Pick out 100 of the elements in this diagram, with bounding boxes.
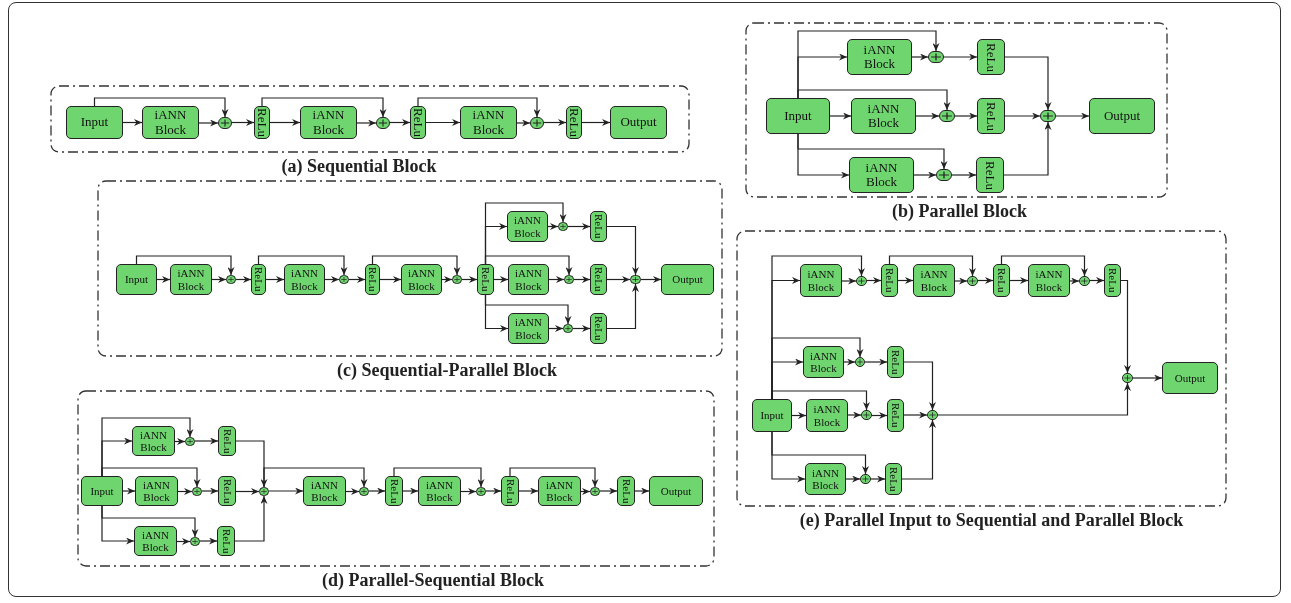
activation-box: ReLu xyxy=(254,106,270,139)
arrow xyxy=(937,382,1131,416)
activation-box: ReLu xyxy=(218,426,236,456)
arrow xyxy=(771,390,870,411)
arrow xyxy=(261,97,387,118)
process-box: iANN Block xyxy=(847,39,912,75)
arrow xyxy=(493,276,509,283)
activation-box: ReLu xyxy=(1104,264,1121,297)
arrow xyxy=(870,475,886,483)
arrow xyxy=(915,112,940,120)
sum-circle xyxy=(192,487,202,496)
process-box: iANN Block xyxy=(460,106,517,139)
arrow xyxy=(888,255,976,277)
process-box: iANN Block xyxy=(803,346,844,378)
activation-box: ReLu xyxy=(590,313,607,344)
sum-circle xyxy=(927,410,938,420)
activation-box: ReLu xyxy=(218,476,236,506)
arrow xyxy=(640,276,662,283)
arrow xyxy=(897,277,914,284)
block-panel xyxy=(77,390,715,591)
arrow xyxy=(843,358,856,366)
arrow xyxy=(543,119,567,126)
arrow xyxy=(913,171,937,179)
sum-circle xyxy=(928,51,944,63)
activation-box: ReLu xyxy=(501,476,519,506)
arrow xyxy=(581,119,611,126)
arrow xyxy=(235,488,260,495)
process-box: iANN Block xyxy=(507,211,548,242)
panel-caption: (a) Sequential Block xyxy=(280,155,438,177)
arrow xyxy=(903,361,936,411)
process-box: iANN Block xyxy=(508,313,549,344)
process-box: iANN Block xyxy=(401,264,442,295)
arrow xyxy=(572,325,591,332)
arrow xyxy=(101,467,201,488)
panel-caption: (b) Parallel Block xyxy=(891,200,1028,222)
arrow xyxy=(485,487,502,495)
process-box: Output xyxy=(1089,98,1155,134)
arrow xyxy=(866,277,882,284)
arrow xyxy=(389,119,411,126)
sum-circle xyxy=(218,117,232,129)
activation-box: ReLu xyxy=(993,264,1010,297)
arrow xyxy=(903,411,928,419)
process-box: iANN Block xyxy=(851,98,916,134)
sum-circle xyxy=(558,222,568,231)
arrow xyxy=(211,276,227,283)
arrow xyxy=(516,119,531,127)
sum-circle xyxy=(939,110,955,122)
arrow xyxy=(1009,277,1029,284)
arrow xyxy=(176,538,191,545)
process-box: iANN Block xyxy=(135,476,178,506)
arrow xyxy=(460,488,477,495)
sum-circle xyxy=(967,276,978,286)
arrow xyxy=(797,133,948,170)
activation-box: ReLu xyxy=(887,399,904,432)
arrow xyxy=(606,276,631,283)
arrow xyxy=(484,294,572,325)
process-box: iANN Block xyxy=(134,526,177,556)
process-box: iANN Block xyxy=(132,426,175,456)
sum-circle xyxy=(185,437,195,446)
arrow xyxy=(847,411,862,419)
arrow xyxy=(257,255,348,276)
process-box: Input xyxy=(766,98,830,134)
panel-caption: (c) Sequential-Parallel Block xyxy=(336,359,558,381)
arrow xyxy=(269,119,301,126)
process-box: iANN Block xyxy=(303,476,346,506)
process-box: iANN Block xyxy=(805,463,846,495)
process-box: iANN Block xyxy=(1028,264,1070,297)
activation-box: ReLu xyxy=(590,211,607,242)
arrow xyxy=(461,276,478,283)
arrow xyxy=(599,487,618,495)
block-panel xyxy=(50,85,690,177)
arrow xyxy=(606,283,639,330)
arrow xyxy=(547,223,559,230)
process-box: Output xyxy=(610,106,667,139)
arrow xyxy=(93,97,229,118)
activation-box: ReLu xyxy=(217,526,235,556)
arrow xyxy=(1132,374,1163,382)
arrow xyxy=(268,487,304,495)
arrow xyxy=(1120,279,1131,374)
arrow xyxy=(231,119,255,126)
sum-circle xyxy=(1040,110,1056,122)
arrow xyxy=(324,276,340,283)
arrow xyxy=(771,431,869,475)
sum-circle xyxy=(476,487,486,496)
sum-circle xyxy=(359,487,369,496)
arrow xyxy=(911,53,929,61)
arrow xyxy=(122,487,136,495)
process-box: iANN Block xyxy=(806,399,848,432)
arrow xyxy=(234,495,268,542)
arrow xyxy=(1004,112,1041,120)
arrow xyxy=(417,97,541,118)
arrow xyxy=(177,488,193,495)
activation-box: ReLu xyxy=(590,264,607,295)
activation-box: ReLu xyxy=(881,264,898,297)
process-box: Input xyxy=(81,476,123,506)
arrow xyxy=(864,358,888,366)
arrow xyxy=(829,112,852,120)
arrow xyxy=(845,475,861,483)
arrow xyxy=(580,488,591,495)
process-box: Output xyxy=(1162,362,1218,394)
